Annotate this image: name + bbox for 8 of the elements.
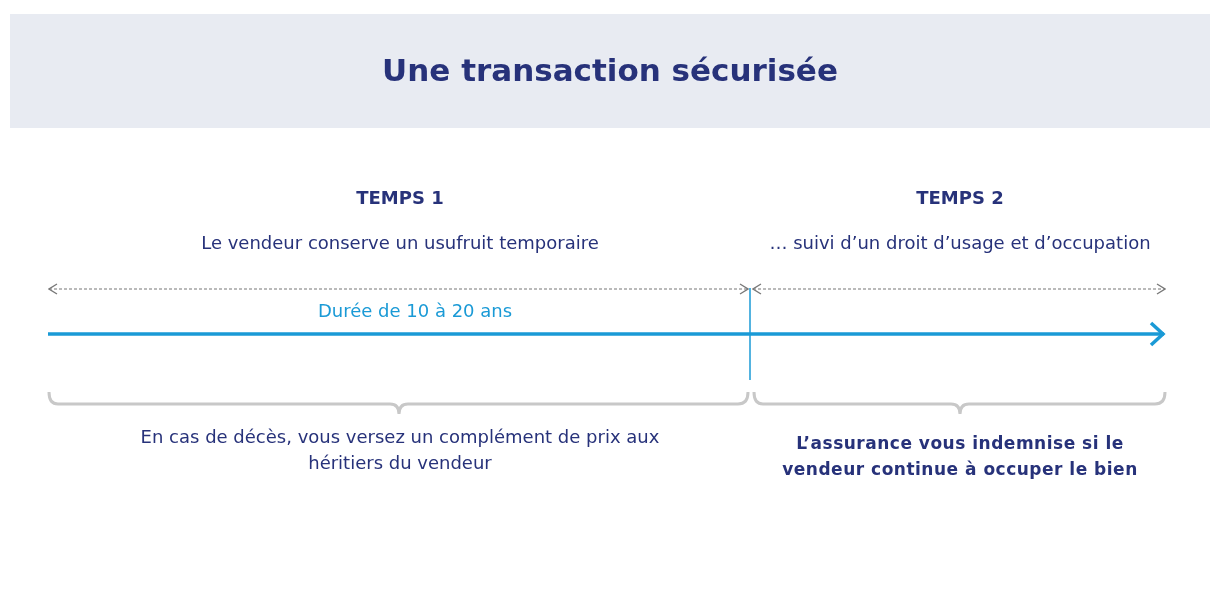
title: Une transaction sécurisée: [381, 51, 839, 90]
note-text: L’assurance vous indemnise si le vendeur continue à occuper le bien: [781, 432, 1139, 481]
period-heading: TEMPS 1: [355, 186, 445, 210]
period-description: Le vendeur conserve un usufruit temporaire: [200, 231, 600, 255]
period-heading: TEMPS 2: [915, 186, 1005, 210]
period-description: … suivi d’un droit d’usage et d’occupation: [768, 231, 1152, 255]
note-text: En cas de décès, vous versez un complément de prix aux héritiers du vendeur: [139, 425, 661, 475]
duration-label: Durée de 10 à 20 ans: [316, 299, 514, 323]
